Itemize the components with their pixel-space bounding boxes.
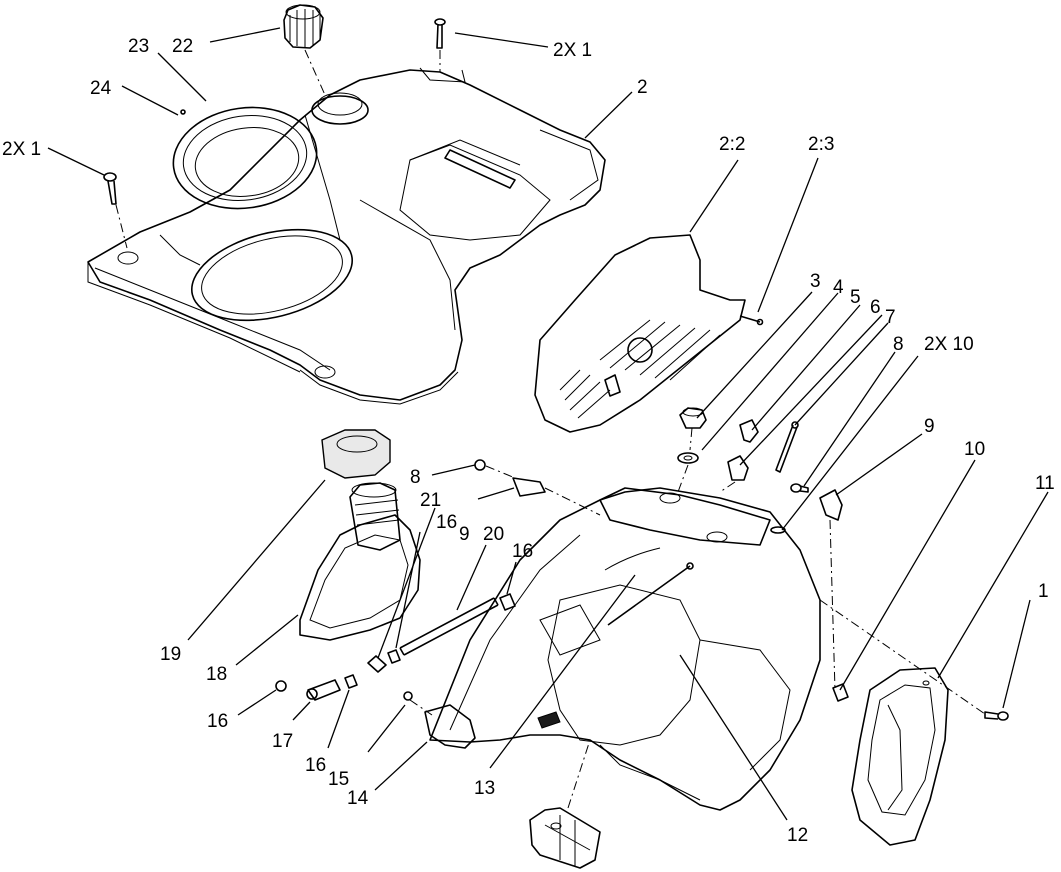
callout-18: 18: [206, 664, 227, 685]
clamp-16-b: [499, 593, 516, 611]
callout-11: 11: [1035, 473, 1055, 494]
callout-16-b: 16: [512, 541, 533, 562]
washer-10: [770, 526, 786, 534]
clamp-16-d: [344, 674, 358, 689]
screw-left: [103, 172, 128, 249]
callout-21: 21: [420, 490, 441, 511]
callout-9-left: 9: [459, 524, 470, 545]
upper-shroud: [87, 67, 606, 405]
callout-1: 1: [1038, 581, 1049, 602]
screw-8-right: [790, 483, 809, 493]
elbow-17: [306, 679, 341, 701]
screw-15: [403, 691, 433, 716]
nut-10: [832, 683, 849, 702]
pin-24: [180, 109, 186, 115]
callout-16-c: 16: [207, 711, 228, 732]
callout-5: 5: [850, 287, 861, 308]
callout-22: 22: [172, 36, 193, 57]
clamp-16-a: [387, 649, 401, 664]
screw-right: [984, 711, 1009, 721]
callout-3: 3: [810, 271, 821, 292]
callout-8-right: 8: [893, 334, 904, 355]
callout-8-left: 8: [410, 467, 421, 488]
screw-top: [434, 18, 446, 72]
lower-housing: [429, 487, 821, 811]
knob-3: [679, 407, 707, 429]
axis-line-center: [677, 427, 693, 493]
callout-14: 14: [347, 788, 369, 809]
callout-13: 13: [474, 778, 495, 799]
callout-23: 23: [128, 36, 149, 57]
callout-2x1-top: 2X 1: [553, 40, 592, 61]
callout-2: 2: [637, 77, 648, 98]
clip-9-left: [512, 477, 601, 516]
seal-ring: [172, 106, 318, 210]
callout-16-a: 16: [436, 512, 457, 533]
callout-7: 7: [885, 307, 896, 328]
callout-labels: 22 23 24 2X 1 2X 1 2 2:2 2:3 3 4 5 6 7 8…: [2, 36, 1055, 846]
washer-4: [677, 452, 699, 464]
callout-2-3: 2:3: [808, 134, 834, 155]
callout-9-right: 9: [924, 416, 935, 437]
deflector-panel: [534, 234, 746, 433]
callout-12: 12: [787, 825, 808, 846]
screw-8-left: [474, 459, 521, 481]
bracket-14: [424, 704, 476, 749]
callout-10: 10: [964, 439, 985, 460]
switch-6: [719, 455, 749, 493]
key-5: [739, 419, 759, 443]
nut-16-c: [275, 680, 287, 692]
fitting-21: [367, 655, 387, 673]
rod-7: [775, 421, 799, 473]
clip-right: [819, 489, 843, 691]
callout-19: 19: [160, 644, 181, 665]
neck-seal-19: [321, 429, 391, 479]
axis-line-right: [819, 599, 986, 715]
callout-6: 6: [870, 297, 881, 318]
callout-2-2: 2:2: [719, 134, 745, 155]
tank-18: [299, 482, 421, 641]
cable-13: [607, 562, 694, 626]
leader-lines: [47, 27, 1049, 821]
callout-4: 4: [833, 277, 844, 298]
callout-2x10: 2X 10: [924, 334, 974, 355]
bottom-bracket: [529, 739, 601, 869]
callout-20: 20: [483, 524, 504, 545]
screw-2-3: [739, 315, 764, 326]
callout-16-d: 16: [305, 755, 326, 776]
callout-2x1-left: 2X 1: [2, 139, 41, 160]
side-cover: [851, 667, 949, 846]
fuel-cap: [283, 4, 326, 96]
callout-24: 24: [90, 78, 112, 99]
callout-15: 15: [328, 769, 349, 790]
hose-20: [399, 597, 499, 656]
callout-17: 17: [272, 731, 293, 752]
